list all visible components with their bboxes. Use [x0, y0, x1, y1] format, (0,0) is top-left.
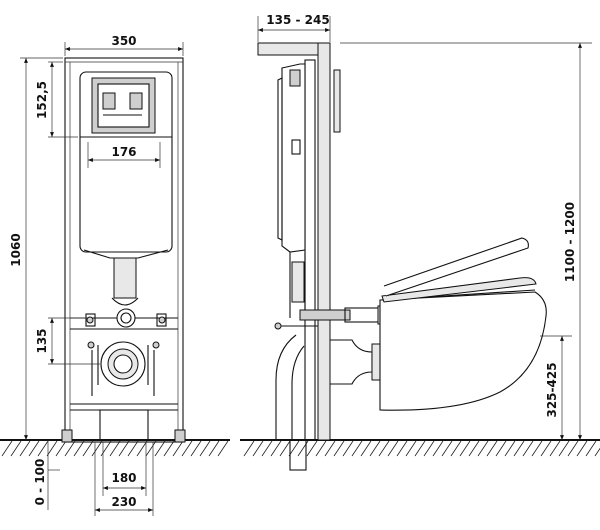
floor-hatch-line [396, 440, 408, 457]
floor-hatch-line [441, 440, 453, 457]
floor-hatch-line [181, 440, 193, 457]
wall-hung-toilet [379, 237, 547, 411]
dim-total-height-label: 1100 - 1200 [563, 202, 577, 282]
dim-bolt-spacing-label: 180 [111, 471, 136, 485]
floor-hatch-line [279, 440, 291, 457]
floor-hatch-line [333, 440, 345, 457]
floor-hatch-line [486, 440, 498, 457]
floor-hatch-line [423, 440, 435, 457]
dim-pipe-height-label: 135 [35, 328, 49, 353]
floor-hatch-line [567, 440, 579, 457]
floor-hatch-line [468, 440, 480, 457]
floor-hatch-line [432, 440, 444, 457]
floor-hatch-line [351, 440, 363, 457]
floor-hatch-line [585, 440, 597, 457]
floor-hatch-line [91, 440, 103, 457]
dim-frame-width-label: 350 [111, 34, 136, 48]
dim-outlet-width-label: 230 [111, 495, 136, 509]
floor-hatch-line [387, 440, 399, 457]
floor-hatch-line [163, 440, 175, 457]
floor-hatch-line [594, 447, 600, 457]
dim-bowl-height-label: 325-425 [545, 362, 559, 417]
floor-hatch-line [243, 440, 255, 457]
floor-hatch-line [378, 440, 390, 457]
side-view-bracket [274, 305, 395, 330]
floor-hatch-line [531, 440, 543, 457]
floor-hatch-line [145, 440, 157, 457]
floor-hatch-line [405, 440, 417, 457]
side-view-wall [257, 42, 331, 441]
floor-right [240, 439, 600, 457]
side-view-cistern [277, 63, 341, 318]
floor-hatch-line [1, 440, 13, 457]
floor-hatch-line [450, 440, 462, 457]
dim-top-to-panel: 152,5 [35, 61, 78, 138]
floor-hatch-line [199, 440, 211, 457]
floor-hatch-line [208, 440, 220, 457]
floor-hatch-line [360, 440, 372, 457]
floor-hatch-line [504, 440, 516, 457]
floor-hatch-line [549, 440, 561, 457]
floor-hatch-line [10, 440, 22, 457]
floor-hatch-line [64, 440, 76, 457]
floor-hatch-line [414, 440, 426, 457]
dim-panel-width-label: 176 [111, 145, 136, 159]
flush-plate-opening [91, 77, 156, 134]
dim-pipe-height: 135 [35, 317, 100, 365]
dim-floor-offset: 0 - 100 [33, 440, 60, 510]
floor-hatch-line [217, 440, 229, 457]
floor-hatch-line [270, 440, 282, 457]
floor-hatch-line [28, 440, 40, 457]
floor-hatch-line [558, 440, 570, 457]
floor-hatch-line [37, 440, 49, 457]
floor-hatch-line [306, 440, 318, 457]
floor-hatch-line [118, 440, 130, 457]
floor-hatch-line [288, 440, 300, 457]
dim-frame-width: 350 [64, 34, 184, 56]
dim-frame-height: 1060 [9, 57, 63, 440]
dim-frame-height-label: 1060 [9, 233, 23, 266]
floor-hatch-line [513, 440, 525, 457]
floor-hatch-line [495, 440, 507, 457]
dim-wall-depth-label: 135 - 245 [266, 13, 329, 27]
dim-wall-depth: 135 - 245 [257, 13, 331, 42]
floor-hatch-line [46, 440, 58, 457]
floor-hatch-line [19, 440, 31, 457]
floor-hatch-line [522, 440, 534, 457]
flush-pipe-connector [85, 308, 167, 328]
floor-hatch-line [127, 440, 139, 457]
floor-hatch-line [154, 440, 166, 457]
floor-hatch-line [324, 440, 336, 457]
floor-hatch-line [100, 440, 112, 457]
floor-hatch-line [261, 440, 273, 457]
dim-floor-offset-label: 0 - 100 [33, 459, 47, 506]
floor-hatch-line [369, 440, 381, 457]
floor-hatch-line [172, 440, 184, 457]
floor-hatch-line [315, 440, 327, 457]
dim-total-height: 1100 - 1200 [340, 42, 592, 440]
floor-hatch-line [109, 440, 121, 457]
floor-hatch-line [459, 440, 471, 457]
floor-hatch-line [252, 440, 264, 457]
floor-hatch-line [136, 440, 148, 457]
floor-hatch-line [190, 440, 202, 457]
floor-hatch-line [540, 440, 552, 457]
floor-hatch-line [576, 440, 588, 457]
dim-outlet-width: 230 [94, 442, 154, 516]
floor-hatch-line [73, 440, 85, 457]
dim-top-to-panel-label: 152,5 [35, 81, 49, 119]
floor-hatch-line [55, 440, 67, 457]
dim-bolt-spacing: 180 [102, 442, 147, 496]
floor-hatch-line [82, 440, 94, 457]
floor-hatch-line [342, 440, 354, 457]
drain-outlet [87, 341, 160, 396]
dim-panel-width: 176 [87, 142, 161, 168]
dim-bowl-height: 325-425 [540, 335, 572, 440]
floor-hatch-line [477, 440, 489, 457]
